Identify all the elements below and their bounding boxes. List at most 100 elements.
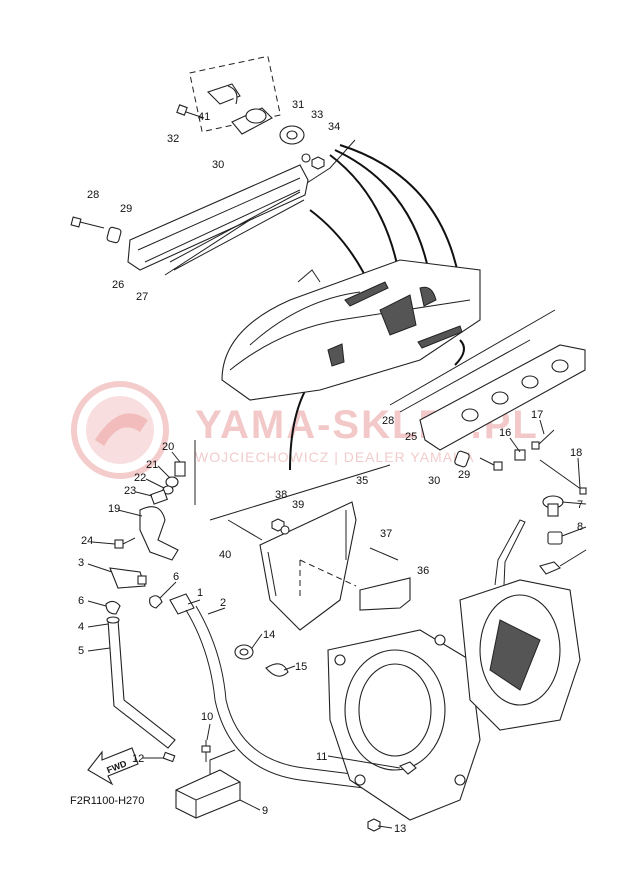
callout-label: 6: [173, 571, 179, 583]
callout-label: 41: [198, 111, 210, 123]
callout-label: 28: [87, 189, 99, 201]
callout-label: 36: [417, 565, 429, 577]
callouts: 1 2 3 4 5 6 6 7 8 9 10 11 12 13 14 15 16…: [78, 99, 583, 835]
callout-label: 5: [78, 645, 84, 657]
callout-label: 20: [162, 441, 174, 453]
bolt-29: [479, 457, 503, 471]
callout-label: 9: [262, 805, 268, 817]
callout-label: 21: [146, 459, 158, 471]
callout-label: 4: [78, 621, 84, 633]
bolt-18: [531, 429, 555, 450]
bracket-37: [359, 577, 411, 611]
callout-label: 13: [394, 823, 406, 835]
fwd-arrow-icon: FWD: [87, 747, 139, 786]
callout-label: 12: [132, 753, 144, 765]
bolt-25: [114, 537, 136, 549]
group-bracket-top: [164, 139, 356, 276]
clamp-12: [399, 761, 417, 775]
diagram-code: F2R1100-H270: [70, 795, 144, 807]
part-13: [162, 751, 176, 763]
callout-label: 29: [458, 469, 470, 481]
part-fitting-31: [206, 83, 273, 135]
bolt-29: [70, 216, 105, 229]
callout-label: 32: [167, 133, 179, 145]
watercraft-body: [221, 259, 481, 401]
callout-label: 14: [263, 629, 275, 641]
callout-label: 18: [570, 447, 582, 459]
control-unit-10: [175, 749, 241, 819]
callout-label: 29: [120, 203, 132, 215]
callout-label: 38: [275, 489, 287, 501]
clip-17: [514, 449, 526, 461]
rail-27: [127, 164, 309, 271]
grommet-8: [547, 531, 563, 545]
callout-label: 23: [124, 485, 136, 497]
pump-housing: [327, 629, 481, 821]
callout-label: 40: [219, 549, 231, 561]
dashed-leader: [299, 559, 357, 600]
rod-28: [169, 191, 305, 271]
washer-34: [301, 153, 311, 163]
leader-line: [454, 339, 465, 366]
elbow-20: [139, 506, 179, 561]
clamp-6: [149, 595, 163, 609]
clip-16: [265, 663, 289, 677]
callout-label: 19: [108, 503, 120, 515]
gasket-32: [279, 125, 305, 145]
callout-label: 30: [428, 475, 440, 487]
callout-label: 33: [311, 109, 323, 121]
callout-label: 15: [295, 661, 307, 673]
fitting-24: [150, 489, 168, 505]
cable-tie-19: [539, 459, 587, 495]
sensor-11: [201, 740, 211, 762]
callout-label: 6: [78, 595, 84, 607]
callout-label: 28: [382, 415, 394, 427]
callout-label: 17: [531, 409, 543, 421]
rail-26: [419, 344, 586, 451]
callout-label: 11: [316, 751, 327, 763]
fitting-21: [174, 461, 186, 477]
callout-label: 30: [212, 159, 224, 171]
rod-28: [399, 339, 531, 413]
callout-label: 8: [577, 521, 583, 533]
jet-nozzle: [459, 519, 581, 731]
hose-1: [169, 593, 195, 615]
callout-label: 31: [292, 99, 304, 111]
hose-5: [106, 616, 176, 749]
collar-30: [454, 450, 470, 468]
callout-label: 27: [136, 291, 148, 303]
fitting-3: [109, 567, 147, 589]
callout-label: 2: [220, 597, 226, 609]
nut-14: [367, 818, 381, 832]
callout-label: 10: [201, 711, 213, 723]
group-bracket-right: [389, 309, 556, 406]
callout-label: 16: [499, 427, 511, 439]
grommet-15-hole: [239, 648, 249, 656]
callout-label: 25: [405, 431, 417, 443]
callout-label: 24: [81, 535, 93, 547]
collar-30: [106, 226, 122, 244]
clamp-6: [105, 600, 121, 615]
bolt-33: [176, 104, 205, 119]
callout-label: 37: [380, 528, 392, 540]
group-bracket-middle: [209, 464, 391, 521]
washer-40: [280, 525, 290, 535]
callout-label: 7: [577, 499, 583, 511]
clamp-9: [539, 561, 561, 575]
hose-2: [185, 605, 385, 791]
callout-label: 22: [134, 472, 146, 484]
watermark-logo-icon: [71, 381, 169, 479]
callout-label: 39: [292, 499, 304, 511]
callout-label: 26: [112, 279, 124, 291]
cable-tie-41: [227, 519, 263, 541]
nut-35: [311, 156, 325, 170]
callout-leaders: [87, 419, 587, 829]
callout-label: 3: [78, 557, 84, 569]
callout-label: 34: [328, 121, 340, 133]
callout-label: 35: [356, 475, 368, 487]
pin-38: [369, 547, 399, 561]
plug-7: [542, 495, 564, 517]
callout-label: 1: [197, 587, 203, 599]
watermark-subtitle: WOJCIECHOWICZ | DEALER YAMAHA: [195, 449, 474, 465]
